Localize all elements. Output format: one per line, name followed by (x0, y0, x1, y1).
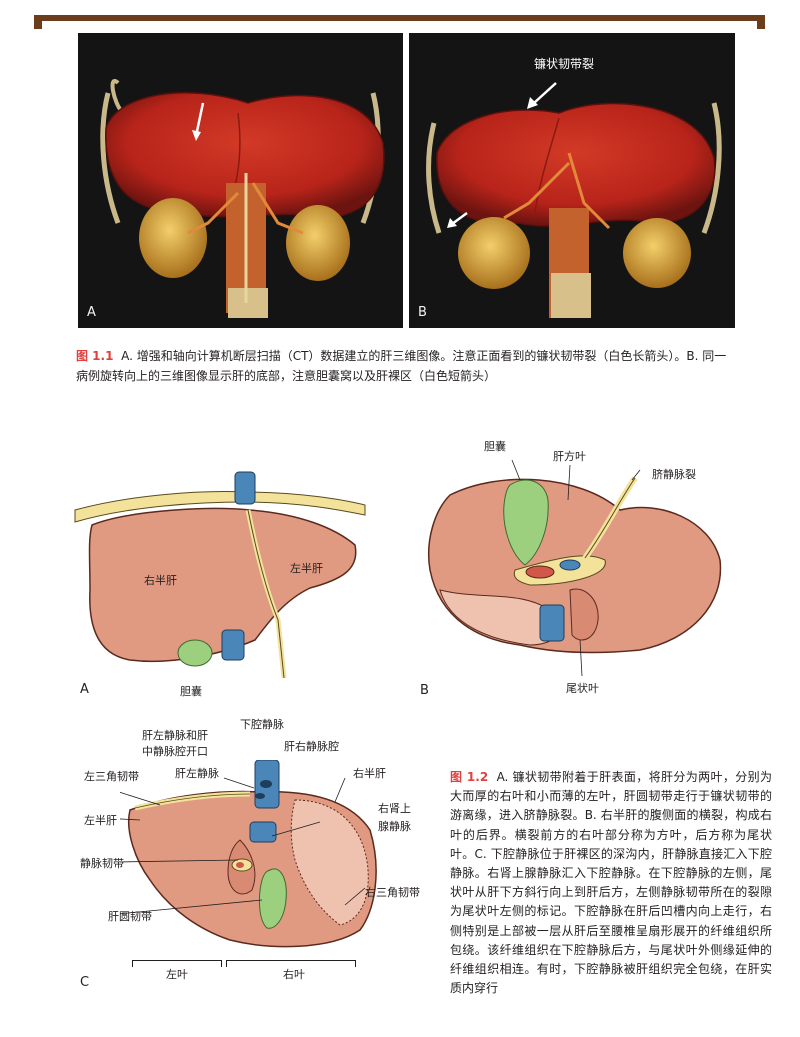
label-rhv-lumen: 肝右静脉腔 (284, 740, 339, 753)
panel-letter-1-2-b: B (420, 683, 429, 698)
ct-image-panel-b: 镰状韧带裂 B (409, 33, 735, 328)
label-gallbladder-a: 胆囊 (180, 685, 202, 698)
label-gallbladder-b: 胆囊 (484, 440, 506, 453)
label-lhv-mhv-line2: 中静脉腔开口 (142, 745, 208, 758)
label-left-hemiliver-c: 左半肝 (84, 814, 117, 827)
label-right-hemiliver-a: 右半肝 (144, 574, 177, 587)
figure-1-1-caption: 图 1.1 A. 增强和轴向计算机断层扫描（CT）数据建立的肝三维图像。注意正面… (76, 346, 736, 386)
figure-1-1-label: 图 1.1 (76, 349, 114, 363)
right-lobe-bracket (226, 960, 356, 967)
label-ivc: 下腔静脉 (240, 718, 284, 731)
liver-anterior-illustration (74, 471, 366, 679)
label-right-triangular-ligament: 右三角韧带 (365, 886, 420, 899)
label-right-hemiliver-c: 右半肝 (353, 767, 386, 780)
ct-callout-falciform-fissure: 镰状韧带裂 (534, 57, 595, 71)
ct-render-a (78, 33, 403, 328)
label-lhv-mhv-line1: 肝左静脉和肝 (142, 729, 208, 742)
label-right-adrenal-line2: 腺静脉 (378, 820, 411, 833)
label-right-lobe: 右叶 (283, 968, 305, 981)
panel-letter-1-2-c: C (80, 975, 90, 990)
label-left-triangular-ligament: 左三角韧带 (84, 770, 139, 783)
label-right-adrenal-line1: 右肾上 (378, 802, 411, 815)
label-ligamentum-venosum: 静脉韧带 (80, 857, 124, 870)
left-lobe-bracket (132, 960, 222, 967)
label-umbilical-fissure: 脐静脉裂 (652, 468, 696, 481)
label-quadrate-lobe: 肝方叶 (553, 450, 586, 463)
label-round-ligament: 肝圆韧带 (108, 910, 152, 923)
figure-1-2-text: A. 镰状韧带附着于肝表面，将肝分为两叶，分别为大而厚的右叶和小而薄的左叶，肝圆… (450, 770, 772, 996)
label-left-hemiliver-a: 左半肝 (290, 562, 323, 575)
liver-inferior-illustration (427, 459, 722, 677)
figure-1-2-label: 图 1.2 (450, 770, 489, 784)
label-lhv: 肝左静脉 (175, 767, 219, 780)
label-left-lobe: 左叶 (166, 968, 188, 981)
figure-1-2-caption: 图 1.2 A. 镰状韧带附着于肝表面，将肝分为两叶，分别为大而厚的右叶和小而薄… (450, 768, 772, 998)
header-rule (34, 15, 765, 21)
panel-letter-b: B (418, 305, 427, 320)
header-rule-cap-left (34, 15, 42, 29)
ct-render-b (409, 33, 735, 328)
label-caudate-lobe: 尾状叶 (566, 682, 599, 695)
panel-letter-a: A (87, 305, 96, 320)
liver-posterior-illustration (120, 760, 377, 948)
panel-letter-1-2-a: A (80, 682, 89, 697)
figure-1-1-text: A. 增强和轴向计算机断层扫描（CT）数据建立的肝三维图像。注意正面看到的镰状韧… (76, 349, 727, 383)
ct-image-panel-a: A (78, 33, 403, 328)
header-rule-cap-right (757, 15, 765, 29)
